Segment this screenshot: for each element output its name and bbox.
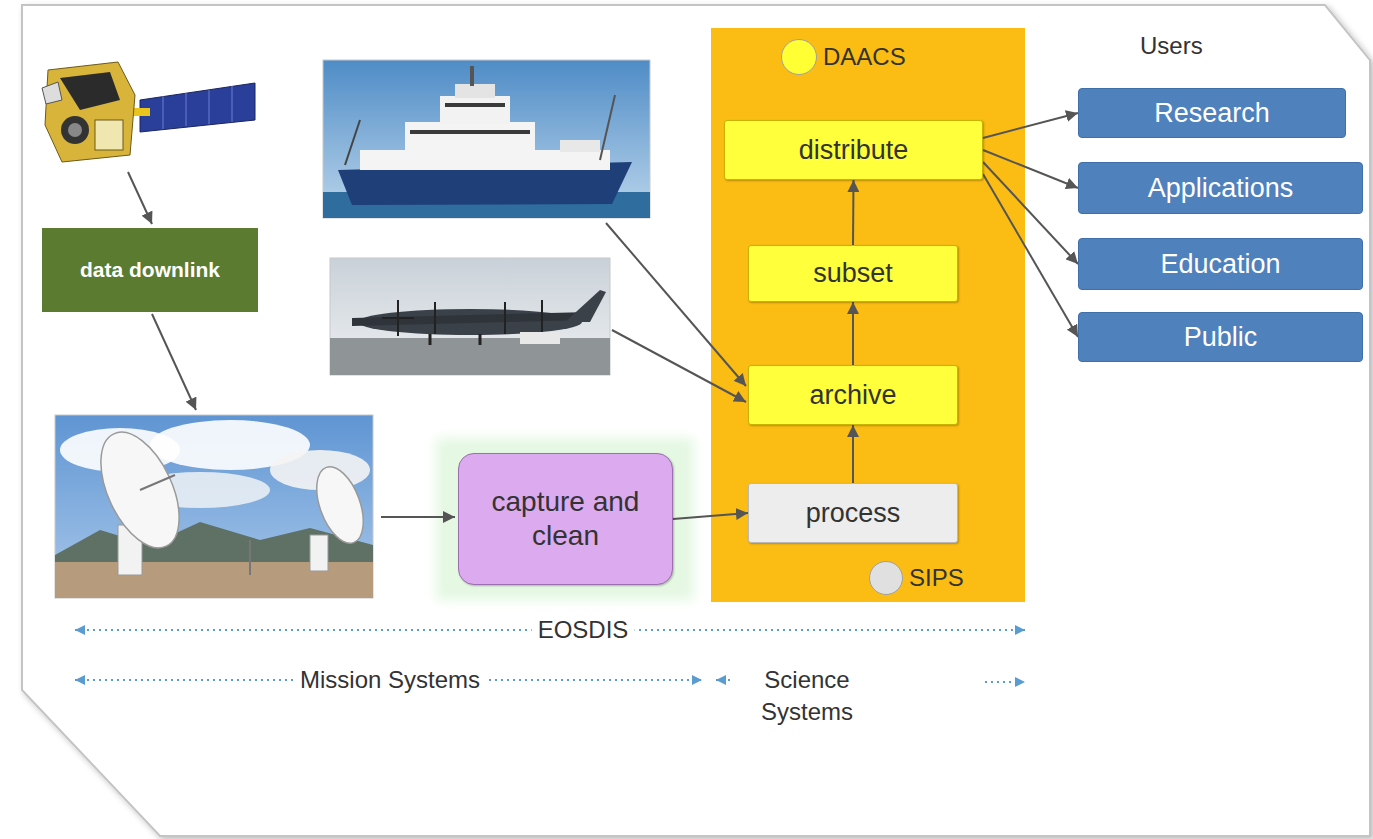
box-label: Research (1154, 97, 1270, 129)
box-label: capture and clean (469, 485, 662, 552)
link-line (606, 223, 746, 386)
link-line (381, 516, 455, 518)
span-label: EOSDIS (532, 614, 635, 646)
link-line (612, 330, 746, 402)
box-label: data downlink (80, 257, 220, 282)
user-group-box: Education (1078, 238, 1363, 290)
sips-process-box: process (748, 483, 958, 543)
aircraft-photo (330, 258, 610, 375)
flow-arrow (983, 150, 1078, 188)
flow-arrow (673, 513, 748, 519)
antenna-photo (55, 415, 373, 598)
daac-step-box: distribute (724, 120, 983, 180)
daac-step-box: archive (748, 365, 958, 425)
flow-arrow (852, 180, 855, 245)
capture-box: capture and clean (458, 453, 673, 585)
downlink-box: data downlink (42, 228, 258, 312)
daac-step-box: subset (748, 245, 958, 302)
ship-photo (323, 60, 650, 218)
flow-arrow (983, 174, 1078, 337)
user-group-box: Research (1078, 88, 1346, 138)
flow-arrow (983, 162, 1078, 264)
flow-arrow (983, 113, 1078, 138)
flow-arrow (852, 302, 854, 365)
legend-swatch (869, 561, 903, 595)
capture-glow (436, 438, 694, 600)
science-panel (711, 28, 1025, 602)
box-label: distribute (799, 134, 909, 166)
box-label: Education (1160, 248, 1280, 280)
user-group-box: Applications (1078, 162, 1363, 214)
span-label: Science Systems (731, 664, 883, 729)
outer-frame (22, 5, 1370, 836)
link-line (152, 314, 196, 410)
legend-entry: SIPS (869, 561, 964, 595)
users-heading: Users (1140, 30, 1203, 62)
legend-swatch (781, 39, 817, 75)
span-label: Mission Systems (294, 664, 486, 696)
user-group-box: Public (1078, 312, 1363, 362)
box-label: Applications (1148, 172, 1294, 204)
legend-label: DAACS (823, 43, 906, 71)
satellite-picture (42, 62, 255, 162)
link-line (128, 172, 152, 224)
box-label: Public (1184, 321, 1258, 353)
box-label: subset (813, 257, 893, 289)
legend-label: SIPS (909, 564, 964, 592)
box-label: process (806, 497, 901, 529)
legend-entry: DAACS (781, 39, 906, 75)
flow-arrow (852, 425, 854, 483)
span-arrow (985, 681, 1025, 683)
box-label: archive (809, 379, 896, 411)
